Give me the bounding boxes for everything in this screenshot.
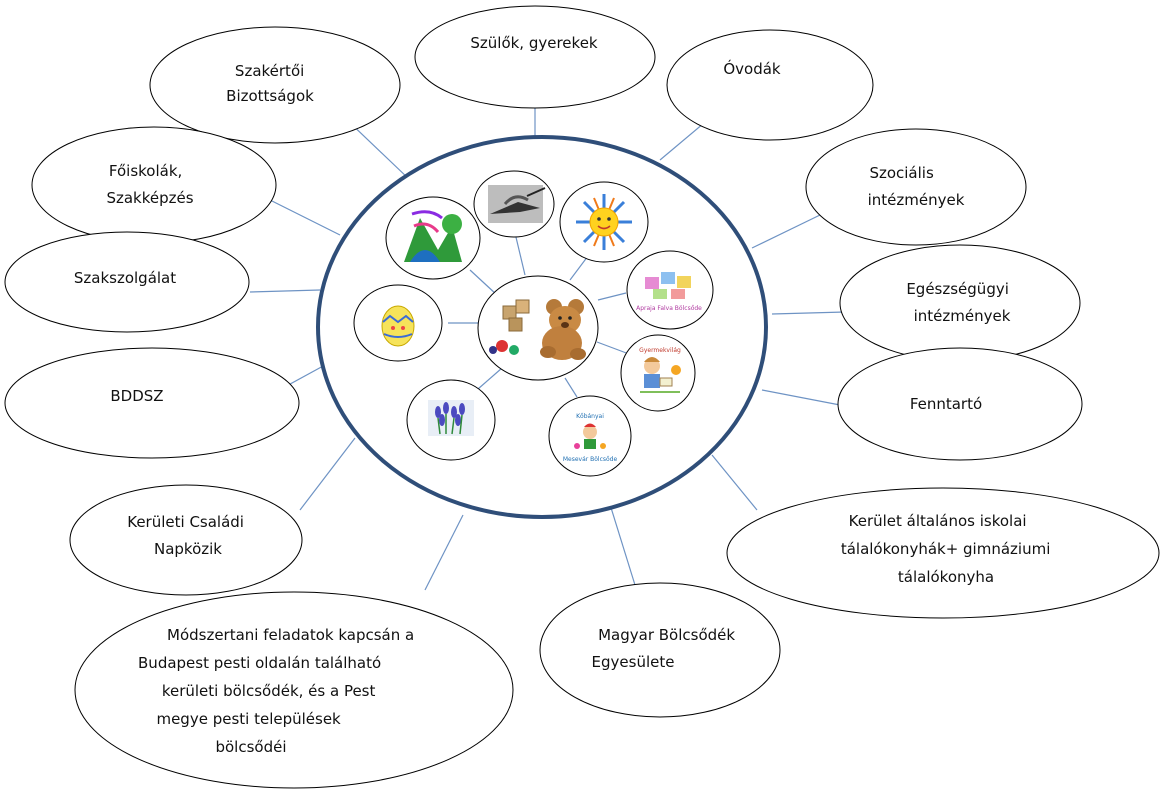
node-fenntarto	[837, 347, 1083, 461]
node-magyar-bolcsodek	[539, 582, 781, 718]
ring-image-nature	[385, 196, 481, 280]
reading-logo-text: Gyermekvilág	[639, 347, 681, 354]
label-line: Napközik	[154, 540, 222, 558]
teddy-bear-icon	[489, 299, 586, 360]
label-bddsz: BDDSZ	[110, 387, 163, 405]
label-line: Budapest pesti oldalán található	[138, 654, 381, 672]
label-line: Fenntartó	[910, 395, 982, 413]
label-magyar-bolcsodek: Magyar Bölcsődék Egyesülete	[592, 626, 740, 671]
connector-szakszolgalat	[249, 289, 321, 293]
spoke	[514, 232, 526, 276]
label-line: Szakképzés	[106, 189, 193, 207]
node-keruleti-iskolai	[726, 487, 1160, 619]
sun-face-icon	[576, 194, 632, 250]
kid-logo-text-2: Mesevár Bölcsőde	[563, 456, 618, 463]
label-line: Egyesülete	[592, 653, 675, 671]
connector-keruleti-csaladi	[299, 437, 356, 511]
label-line: Egészségügyi	[906, 280, 1009, 298]
node-egeszsegugyi	[839, 244, 1081, 362]
node-foiskolak	[31, 126, 277, 244]
easter-egg-icon	[381, 305, 415, 347]
node-szakszolgalat	[4, 231, 250, 333]
node-modszertani	[74, 591, 514, 789]
node-bddsz	[4, 347, 300, 459]
ring-image-easter-egg	[353, 284, 443, 362]
spoke	[596, 341, 630, 355]
connector-modszertani	[424, 514, 464, 591]
colorful-nursery-logo-icon: Apraja Falva Bölcsőde	[636, 272, 702, 312]
node-szulok	[414, 5, 656, 109]
label-szakszolgalat: Szakszolgálat	[74, 269, 176, 287]
label-line: Szociális	[869, 164, 934, 182]
label-keruleti-csaladi: Kerületi Családi Napközik	[127, 513, 249, 558]
spoke	[477, 367, 503, 390]
connector-foiskolak	[269, 199, 341, 236]
ring-image-kid-flowers: Kőbányai Mesevár Bölcsőde	[548, 395, 632, 477]
node-keruleti-csaladi	[69, 484, 303, 596]
connector-keruleti-iskolai	[711, 454, 758, 511]
ring-image-swallow	[473, 170, 555, 238]
label-line: intézmények	[914, 307, 1011, 325]
center-image-frame	[477, 275, 599, 381]
label-line: megye pesti települések	[156, 710, 341, 728]
label-line: Módszertani feladatok kapcsán a	[167, 626, 414, 644]
label-line: Óvodák	[723, 59, 781, 78]
outer-ellipses	[4, 5, 1160, 789]
spoke	[469, 269, 498, 296]
swallow-bird-icon	[488, 185, 546, 223]
label-line: bölcsődéi	[215, 738, 286, 756]
kid-logo-text-1: Kőbányai	[576, 413, 604, 420]
child-reading-icon: Gyermekvilág	[639, 347, 681, 393]
label-line: Szakértői	[235, 62, 304, 80]
label-line: Szülők, gyerekek	[470, 34, 598, 52]
label-szulok: Szülők, gyerekek	[470, 34, 598, 52]
connector-fenntarto	[761, 389, 841, 406]
label-egeszsegugyi: Egészségügyi intézmények	[906, 280, 1013, 325]
nature-scene-icon	[404, 210, 462, 262]
inner-connectors	[448, 232, 630, 398]
label-line: tálalókonyhák+ gimnáziumi	[841, 540, 1051, 558]
ring-image-crocus	[406, 379, 496, 461]
label-foiskolak: Főiskolák, Szakképzés	[106, 162, 193, 207]
nursery-logo-text: Apraja Falva Bölcsőde	[636, 305, 702, 312]
label-ovodak: Óvodák	[723, 59, 781, 78]
label-line: kerületi bölcsődék, és a Pest	[162, 682, 376, 700]
ring-image-nursery-logo: Apraja Falva Bölcsőde	[626, 250, 714, 330]
label-szocialis: Szociális intézmények	[868, 164, 965, 209]
label-line: Főiskolák,	[109, 162, 182, 180]
connector-szocialis	[751, 214, 821, 249]
ring-image-sun	[559, 181, 649, 263]
connector-egeszsegugyi	[771, 311, 846, 315]
label-keruleti-iskolai: Kerület általános iskolai tálalókonyhák+…	[841, 512, 1055, 586]
label-line: Bizottságok	[226, 87, 314, 105]
spoke	[597, 292, 627, 301]
label-line: intézmények	[868, 191, 965, 209]
node-szakertoi	[149, 26, 401, 144]
outer-labels: Szülők, gyerekek Óvodák Szakértői Bizott…	[74, 34, 1055, 756]
label-line: Szakszolgálat	[74, 269, 176, 287]
label-modszertani: Módszertani feladatok kapcsán a Budapest…	[138, 626, 419, 756]
label-szakertoi: Szakértői Bizottságok	[226, 62, 314, 105]
spoke	[564, 377, 578, 398]
label-line: Kerületi Családi	[127, 513, 244, 531]
label-fenntarto: Fenntartó	[910, 395, 982, 413]
label-line: tálalókonyha	[898, 568, 994, 586]
crocus-flowers-icon	[428, 400, 474, 436]
label-line: Magyar Bölcsődék	[598, 626, 735, 644]
connector-magyar-bolcsodek	[607, 497, 636, 586]
node-ovodak	[666, 29, 874, 141]
node-szocialis	[805, 128, 1027, 246]
spoke	[569, 255, 589, 281]
center-image-node	[477, 275, 599, 381]
label-line: BDDSZ	[110, 387, 163, 405]
ring-image-reading-child: Gyermekvilág	[620, 334, 696, 412]
kid-with-flowers-icon: Kőbányai Mesevár Bölcsőde	[563, 413, 618, 463]
label-line: Kerület általános iskolai	[849, 512, 1027, 530]
